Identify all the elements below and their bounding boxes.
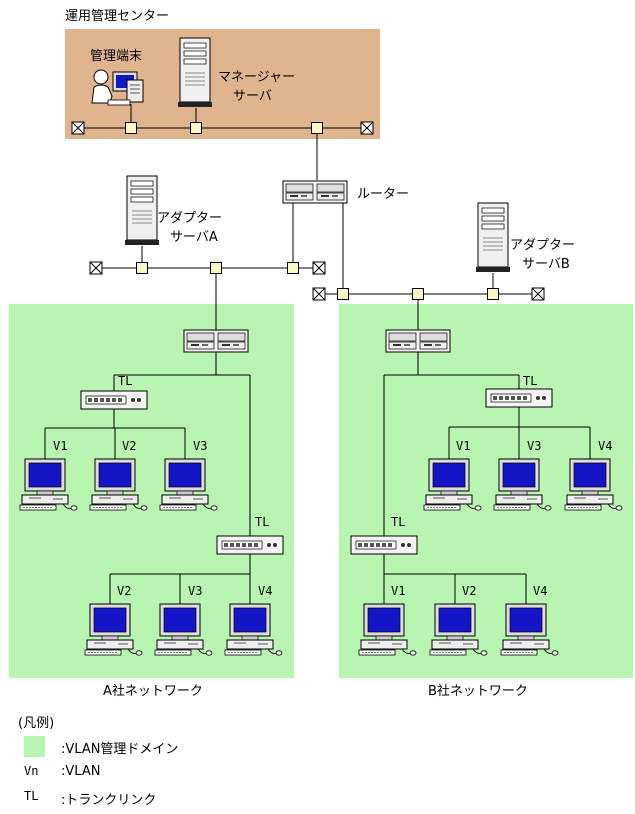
terminator-icon <box>312 261 326 275</box>
connection-node <box>136 262 148 274</box>
adapter-server-b-label-line2: サーバB <box>522 257 570 272</box>
adapter-server-a-icon <box>124 175 160 246</box>
network-a-vlan-label: V1 <box>53 439 67 453</box>
connection-node <box>190 122 202 134</box>
legend-tl-label: :トランクリンク <box>61 793 157 808</box>
network-b-vlan-label: V4 <box>598 439 612 453</box>
network-b-name: B社ネットワーク <box>428 683 528 699</box>
legend-vn-symbol: Vn <box>24 764 39 778</box>
network-a-vlan-label: V3 <box>188 584 202 598</box>
network-a-vlan-label: V3 <box>193 439 207 453</box>
legend-heading: (凡例) <box>18 716 55 731</box>
connection-node <box>412 288 424 300</box>
legend-domain-swatch <box>24 736 45 757</box>
network-b-switch-2-icon <box>350 535 418 555</box>
terminator-icon <box>360 121 374 135</box>
connection-node <box>487 288 499 300</box>
network-b-trunk-label-1: TL <box>523 374 537 388</box>
legend-vn-label: :VLAN <box>61 764 101 779</box>
network-b-vlan-label: V1 <box>456 439 470 453</box>
connection-node <box>210 262 222 274</box>
adapter-server-a-label-line1: アダプター <box>157 211 222 226</box>
manager-server-label-line2: サーバ <box>233 89 272 104</box>
terminator-icon <box>531 287 545 301</box>
connection-node <box>125 122 137 134</box>
adapter-server-b-icon <box>475 202 511 273</box>
connection-node <box>311 122 323 134</box>
network-b-switch-1-icon <box>485 388 553 408</box>
manager-server-icon <box>177 37 213 108</box>
legend-domain-label: :VLAN管理ドメイン <box>61 742 179 757</box>
network-b-trunk-label-2: TL <box>391 515 405 529</box>
network-a-switch-2-icon <box>216 535 284 555</box>
network-b-vlan-label: V1 <box>391 584 405 598</box>
terminator-icon <box>71 121 85 135</box>
network-a-vlan-label: V2 <box>122 439 136 453</box>
network-b-vlan-label: V2 <box>462 584 476 598</box>
admin-terminal-icon <box>91 69 144 106</box>
terminator-icon <box>312 287 326 301</box>
adapter-server-b-label-line1: アダプター <box>510 238 575 253</box>
network-b-vlan-label: V4 <box>533 584 547 598</box>
network-a-trunk-label-2: TL <box>255 515 269 529</box>
network-b-vlan-label: V3 <box>527 439 541 453</box>
manager-server-label-line1: マネージャー <box>218 70 295 85</box>
network-a-switch-1-icon <box>80 390 148 410</box>
admin-terminal-label: 管理端末 <box>90 49 142 64</box>
network-a-l3-switch-icon <box>183 329 249 353</box>
terminator-icon <box>89 261 103 275</box>
network-a-name: A社ネットワーク <box>103 683 203 699</box>
network-a-vlan-label: V4 <box>258 584 272 598</box>
router-label: ルーター <box>357 187 409 202</box>
network-b-l3-switch-icon <box>385 329 451 353</box>
network-a-trunk-label-1: TL <box>118 374 132 388</box>
connection-node <box>287 262 299 274</box>
adapter-server-a-label-line2: サーバA <box>170 230 218 245</box>
operations-center-title: 運用管理センター <box>65 9 169 24</box>
router-icon <box>282 180 348 204</box>
network-a-vlan-label: V2 <box>117 584 131 598</box>
connection-node <box>337 288 349 300</box>
legend-tl-symbol: TL <box>24 789 39 803</box>
